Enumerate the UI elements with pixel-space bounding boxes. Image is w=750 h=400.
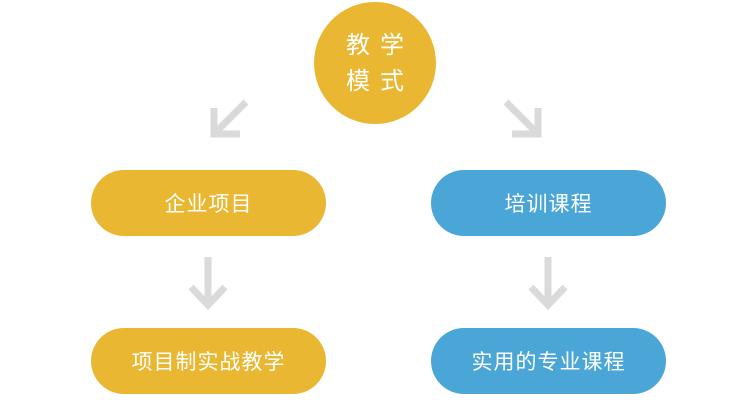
node-project-based-teaching-label: 项目制实战教学: [131, 350, 286, 374]
node-training-course-label: 培训课程: [504, 192, 593, 216]
arrow-down-left-icon: [208, 96, 252, 140]
node-enterprise-project: 企业项目: [91, 170, 326, 236]
center-label-line1: 教学: [346, 31, 414, 59]
center-label-line2: 模式: [346, 67, 414, 95]
node-practical-courses-label: 实用的专业课程: [471, 350, 626, 374]
center-node: 教学 模式: [314, 2, 436, 124]
node-practical-courses: 实用的专业课程: [431, 328, 666, 394]
node-training-course: 培训课程: [431, 170, 666, 236]
arrow-down-icon: [527, 255, 569, 311]
node-enterprise-project-label: 企业项目: [164, 192, 253, 216]
node-project-based-teaching: 项目制实战教学: [91, 328, 326, 394]
arrow-down-icon: [187, 255, 229, 311]
arrow-down-right-icon: [500, 96, 544, 140]
